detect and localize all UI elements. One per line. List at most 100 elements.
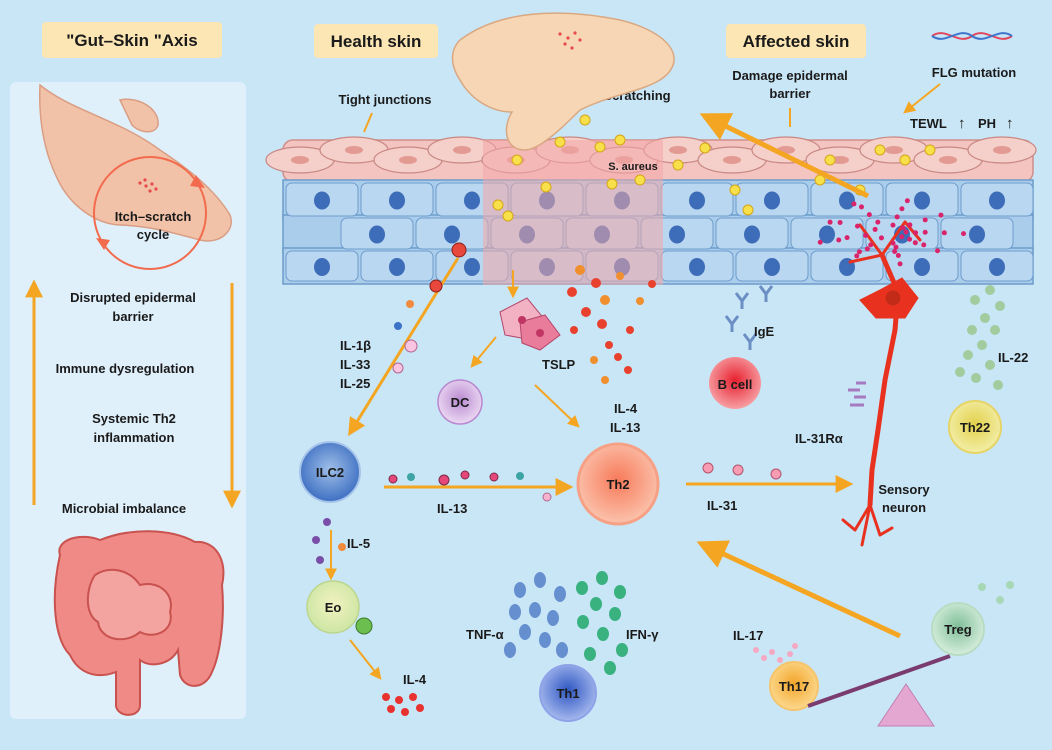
- dc-label: DC: [451, 395, 470, 410]
- s-aureus-label: S. aureus: [608, 161, 658, 173]
- mediator-dot: [899, 206, 905, 212]
- keratinocyte-nucleus: [723, 156, 741, 164]
- basal-cell-nucleus: [914, 258, 930, 276]
- mediator-dot: [864, 246, 870, 252]
- th22-label: Th22: [960, 420, 990, 435]
- th1-label: Th1: [556, 686, 579, 701]
- mediator-dot: [837, 220, 843, 226]
- il1b-label: IL-1β: [340, 338, 371, 353]
- ifn-dot: [596, 571, 608, 585]
- scratching-finger-illustration: [451, 12, 675, 151]
- mediator-dot: [868, 242, 874, 248]
- step-systemic-th2-1: Systemic Th2: [92, 411, 176, 426]
- mediator-dot: [903, 229, 909, 235]
- basal-cell-nucleus: [989, 258, 1005, 276]
- il22-dot: [985, 285, 995, 295]
- keratinocyte-nucleus: [885, 146, 903, 154]
- il22-dots: [955, 285, 1005, 390]
- basal-cell-nucleus: [914, 191, 930, 210]
- basal-cell-nucleus: [389, 258, 405, 276]
- il22-dot: [980, 313, 990, 323]
- tnf-dot: [509, 604, 521, 620]
- mediator-dot: [827, 219, 833, 225]
- keratinocyte-nucleus: [291, 156, 309, 164]
- mediator-dot: [922, 229, 928, 235]
- tnf-dot: [529, 602, 541, 618]
- cytokine-dot: [601, 376, 609, 384]
- bacterium: [606, 178, 618, 190]
- cytokine-dot: [590, 356, 598, 364]
- ifn-dot: [576, 581, 588, 595]
- il22-dot: [970, 295, 980, 305]
- cytokine-dot: [597, 319, 607, 329]
- il22-dot: [963, 350, 973, 360]
- tnf-dot: [554, 586, 566, 602]
- mediator-dot: [961, 231, 967, 237]
- il22-dot: [993, 380, 1003, 390]
- itch-scratch-label-1: Itch–scratch: [115, 209, 192, 224]
- keratinocyte-nucleus: [345, 146, 363, 154]
- keratinocyte-nucleus: [669, 146, 687, 154]
- th2-cell: [576, 442, 660, 526]
- health-skin-title: Health skin: [331, 32, 422, 51]
- tewl-label: TEWL: [910, 116, 947, 131]
- bacterium: [634, 174, 646, 186]
- alarmin-dots: [392, 242, 467, 374]
- ifn-dot: [614, 585, 626, 599]
- il22-dot: [977, 340, 987, 350]
- keratinocyte-nucleus: [993, 146, 1011, 154]
- cytokine-dot: [575, 265, 585, 275]
- th22-cell: [948, 400, 1002, 454]
- tnf-dot: [556, 642, 568, 658]
- ige-label: IgE: [754, 324, 775, 339]
- basal-cell-nucleus: [444, 225, 460, 244]
- mediator-dot: [878, 235, 884, 241]
- s-aureus-bacteria: [492, 114, 936, 222]
- il31-dots: [702, 462, 782, 480]
- sensory-neuron-label-2: neuron: [882, 500, 926, 515]
- mediator-dot: [858, 204, 864, 210]
- basal-cell-nucleus: [369, 225, 385, 244]
- basal-cell-nucleus: [464, 191, 480, 210]
- mediator-dot: [854, 223, 860, 229]
- ifn-dot: [604, 661, 616, 675]
- tnfa-label: TNF-α: [466, 627, 504, 642]
- mediator-dot: [921, 242, 927, 248]
- cytokine-dot: [605, 341, 613, 349]
- itch-scratch-cycle-ring: [93, 156, 207, 270]
- affected-skin-header-box: [726, 24, 866, 58]
- basal-cell-nucleus: [389, 191, 405, 210]
- th2-label: Th2: [606, 477, 629, 492]
- il22-dot: [995, 301, 1005, 311]
- il13-dots: [388, 470, 552, 502]
- step-disrupted-barrier-2: barrier: [112, 309, 153, 324]
- cytokine-dot: [591, 278, 601, 288]
- tnf-dot: [519, 624, 531, 640]
- mediator-dot: [836, 237, 842, 243]
- ph-label: PH: [978, 116, 996, 131]
- step-systemic-th2-2: inflammation: [94, 430, 175, 445]
- cytokine-dot: [636, 297, 644, 305]
- tslp-label: TSLP: [542, 357, 576, 372]
- ilc2-cell: [299, 441, 361, 503]
- basal-cell-nucleus: [669, 225, 685, 244]
- mediator-dot: [913, 230, 919, 236]
- il4-dots: [382, 693, 424, 716]
- ifng-label: IFN-γ: [626, 627, 659, 642]
- basal-cell-nucleus: [839, 191, 855, 210]
- ifn-dot: [577, 615, 589, 629]
- ifn-dot: [597, 627, 609, 641]
- mediator-dot: [872, 226, 878, 232]
- il13-mid-label: IL-13: [437, 501, 467, 516]
- tewl-up-arrow: ↑: [958, 115, 966, 132]
- keratinocyte-nucleus: [399, 156, 417, 164]
- ifn-dot: [590, 597, 602, 611]
- tnf-dot: [547, 610, 559, 626]
- il22-dot: [955, 367, 965, 377]
- damage-barrier-label-1: Damage epidermal: [732, 68, 848, 83]
- mediator-dot: [844, 235, 850, 241]
- bacterium: [824, 154, 836, 166]
- bacterium: [579, 114, 591, 126]
